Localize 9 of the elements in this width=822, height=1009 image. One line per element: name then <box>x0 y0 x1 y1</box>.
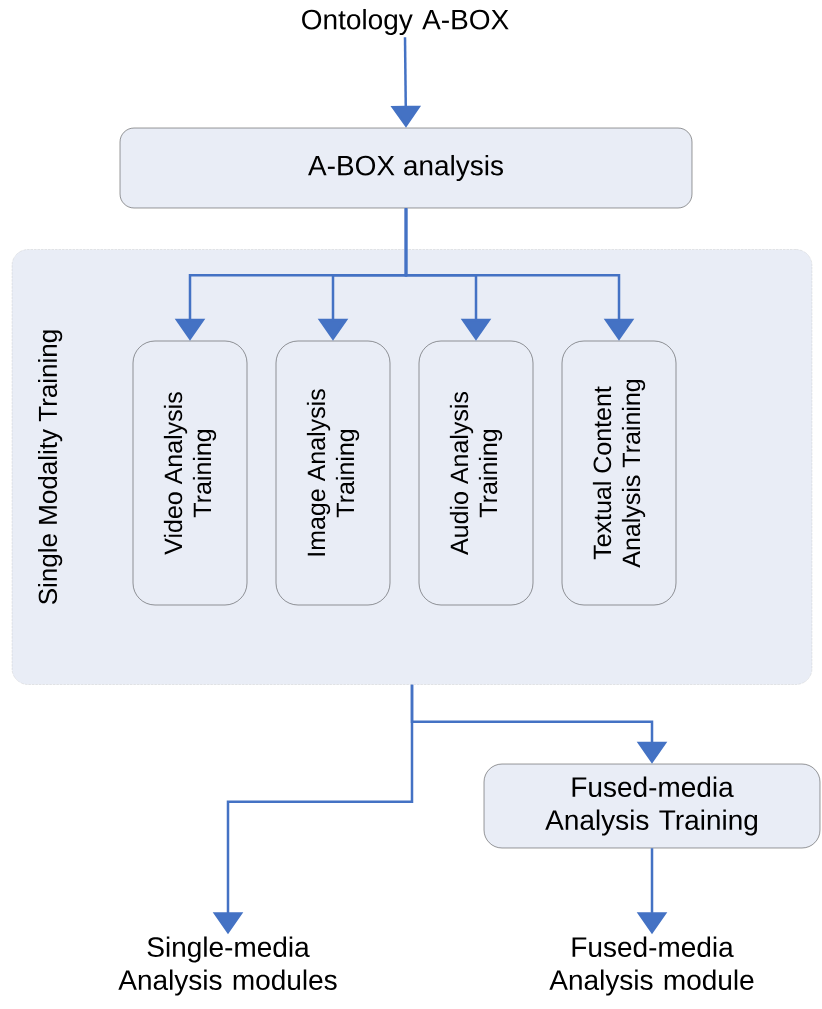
process-box: A-BOX analysis <box>119 127 693 209</box>
process-box: Textual Content Analysis Training <box>561 340 677 606</box>
label-text: Fused-media Analysis module <box>549 936 754 996</box>
label-text: Ontology A-BOX <box>302 8 509 36</box>
process-box: Audio Analysis Training <box>418 340 534 606</box>
label-text: Single-media Analysis modules <box>118 936 337 996</box>
process-box: Fused-media Analysis Training <box>483 763 821 849</box>
process-box: Image Analysis Training <box>275 340 391 606</box>
process-box: Video Analysis Training <box>132 340 248 606</box>
